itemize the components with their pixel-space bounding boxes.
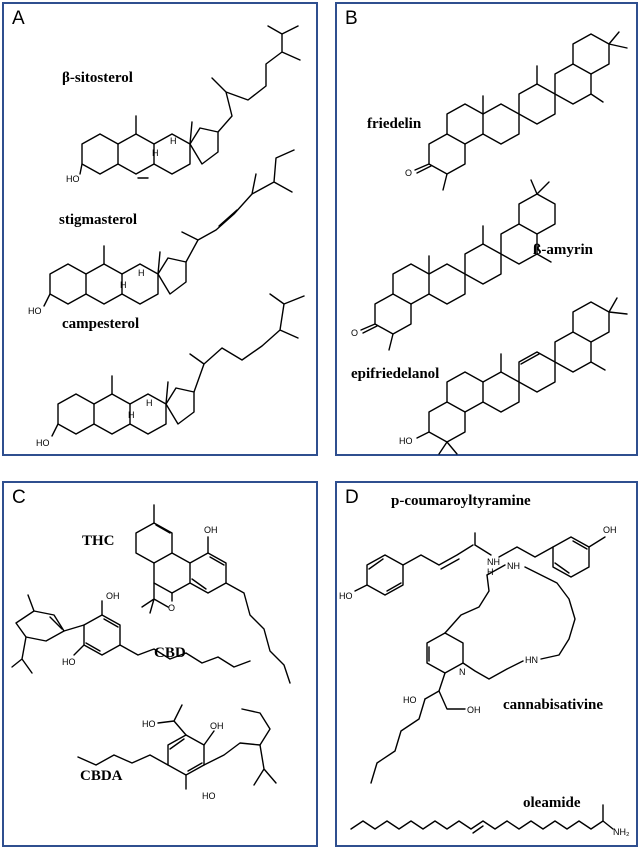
svg-text:NH₂: NH₂	[613, 827, 630, 837]
structure-stigmasterol: HO H H	[28, 149, 295, 316]
svg-text:OH: OH	[603, 525, 617, 535]
compound-name-friedelin: friedelin	[367, 116, 422, 132]
svg-text:H: H	[170, 136, 177, 146]
svg-text:HN: HN	[525, 655, 538, 665]
svg-text:NH: NH	[487, 557, 500, 567]
structure-thc: OH O	[135, 504, 291, 684]
structure-cbda: HO OH HO	[77, 704, 277, 801]
compound-name-cbd: CBD	[154, 645, 186, 661]
svg-text:N: N	[459, 667, 466, 677]
panel-b: B friedelin ß-amyrin epifriedelanol O	[335, 2, 638, 456]
svg-text:HO: HO	[28, 306, 42, 316]
structure-beta-amyrin: O	[351, 179, 556, 351]
svg-text:H: H	[120, 280, 127, 290]
svg-text:HO: HO	[36, 438, 50, 448]
svg-text:O: O	[351, 328, 358, 338]
compound-name-p-coumaroyltyramine: p-coumaroyltyramine	[391, 493, 531, 509]
panel-letter: C	[12, 487, 26, 508]
structure-epifriedelanol: HO	[399, 297, 628, 455]
svg-text:O: O	[405, 168, 412, 178]
structures-panel-d: HO NH H OH NH HN N HO OH	[339, 525, 630, 837]
compound-name-beta-sitosterol: β-sitosterol	[62, 70, 133, 86]
svg-text:OH: OH	[106, 591, 120, 601]
structure-oleamide: NH₂	[350, 804, 630, 837]
panel-letter: A	[12, 8, 25, 29]
svg-text:H: H	[152, 148, 159, 158]
compound-name-cannabisativine: cannabisativine	[503, 697, 604, 713]
svg-text:O: O	[168, 603, 175, 613]
structure-campesterol: HO H H	[36, 293, 305, 448]
compound-name-campesterol: campesterol	[62, 316, 140, 332]
compound-name-epifriedelanol: epifriedelanol	[351, 366, 440, 382]
structures-panel-a: HO H H HO H H HO	[28, 25, 305, 448]
compound-name-cbda: CBDA	[80, 768, 123, 784]
svg-text:HO: HO	[142, 719, 156, 729]
svg-text:HO: HO	[403, 695, 417, 705]
structure-p-coumaroyltyramine: HO NH H OH	[339, 525, 617, 601]
structure-cannabisativine: NH HN N HO OH	[370, 561, 576, 784]
svg-text:OH: OH	[210, 721, 224, 731]
compound-name-stigmasterol: stigmasterol	[59, 212, 138, 228]
structures-panel-b: O O HO	[351, 31, 628, 455]
structure-beta-sitosterol: HO H H	[66, 25, 301, 184]
panel-letter: B	[345, 8, 358, 29]
svg-text:HO: HO	[66, 174, 80, 184]
structure-friedelin: O	[405, 31, 628, 191]
panel-letter: D	[345, 487, 359, 508]
svg-text:HO: HO	[339, 591, 353, 601]
svg-text:NH: NH	[507, 561, 520, 571]
svg-text:HO: HO	[399, 436, 413, 446]
svg-text:H: H	[128, 410, 135, 420]
svg-text:H: H	[138, 268, 145, 278]
svg-text:HO: HO	[202, 791, 216, 801]
compound-name-thc: THC	[82, 533, 115, 549]
structures-panel-c: OH O OH HO HO OH	[11, 504, 291, 801]
compound-name-oleamide: oleamide	[523, 795, 581, 811]
panel-a: A β-sitosterol stigmasterol campesterol …	[2, 2, 318, 456]
svg-text:H: H	[146, 398, 153, 408]
svg-text:OH: OH	[204, 525, 218, 535]
structure-cbd: OH HO	[11, 591, 251, 674]
panel-c: C THC CBD CBDA OH O OH	[2, 481, 318, 847]
svg-text:HO: HO	[62, 657, 76, 667]
compound-name-beta-amyrin: ß-amyrin	[533, 242, 593, 258]
svg-text:OH: OH	[467, 705, 481, 715]
panel-d: D p-coumaroyltyramine cannabisativine ol…	[335, 481, 638, 847]
svg-text:H: H	[487, 567, 494, 577]
